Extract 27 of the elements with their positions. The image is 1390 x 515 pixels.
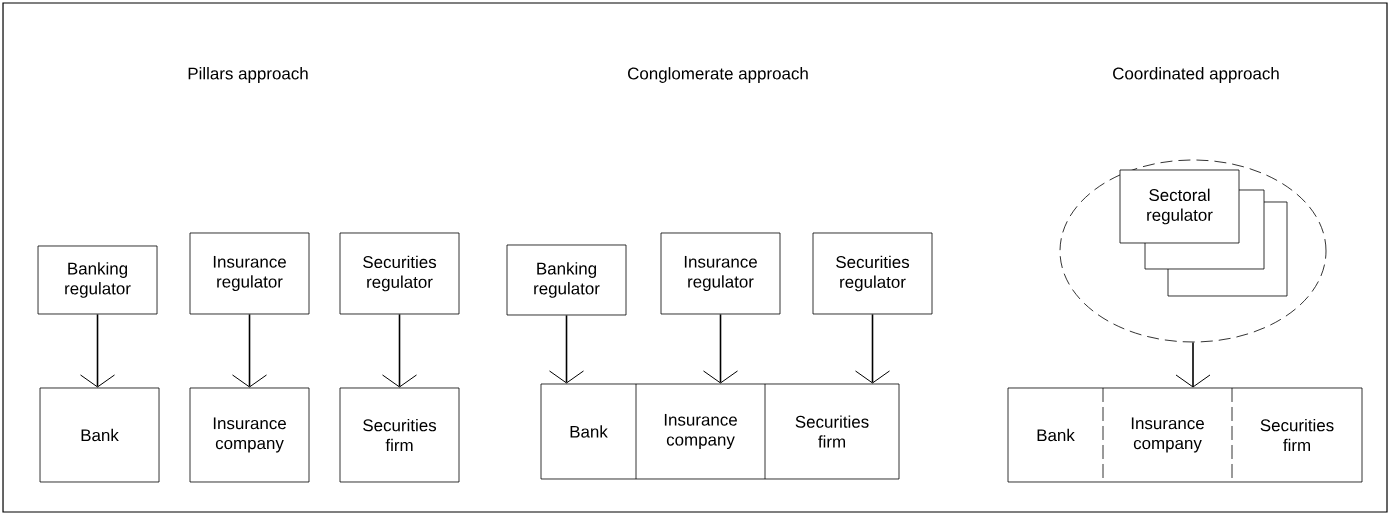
regulator-box: Insurance regulator [660, 232, 781, 315]
section-title: Conglomerate approach [628, 67, 808, 83]
regulator-box: Securities firm [339, 387, 460, 483]
arrow [703, 313, 738, 384]
regulator-box: Insurance regulator [189, 232, 310, 315]
group-box [1007, 387, 1363, 483]
firm-cell: Securities firm [1260, 418, 1334, 452]
firm-cell: Bank [1037, 428, 1075, 442]
arrow [382, 313, 417, 388]
firm-cell: Bank [570, 425, 608, 438]
arrow [232, 313, 267, 388]
regulator-box: Insurance company [189, 387, 310, 483]
firm-cell: Insurance company [664, 413, 737, 450]
regulator-box: Bank [39, 387, 160, 483]
dashed-ellipse [1059, 159, 1327, 343]
regulator-box: Securities regulator [339, 232, 460, 315]
arrow [855, 313, 890, 384]
firm-cell: Insurance company [1131, 417, 1204, 453]
regulator-box: Sectoral regulator [1119, 169, 1240, 244]
firm-cell: Securities firm [795, 415, 869, 448]
regulator-box: Securities regulator [812, 232, 933, 315]
arrow [80, 313, 115, 388]
section-title: Coordinated approach [1113, 67, 1279, 83]
section-title: Pillars approach [188, 67, 308, 83]
regulator-box: Banking regulator [506, 244, 627, 316]
regulator-box: Banking regulator [37, 245, 158, 315]
group-box [540, 383, 900, 480]
